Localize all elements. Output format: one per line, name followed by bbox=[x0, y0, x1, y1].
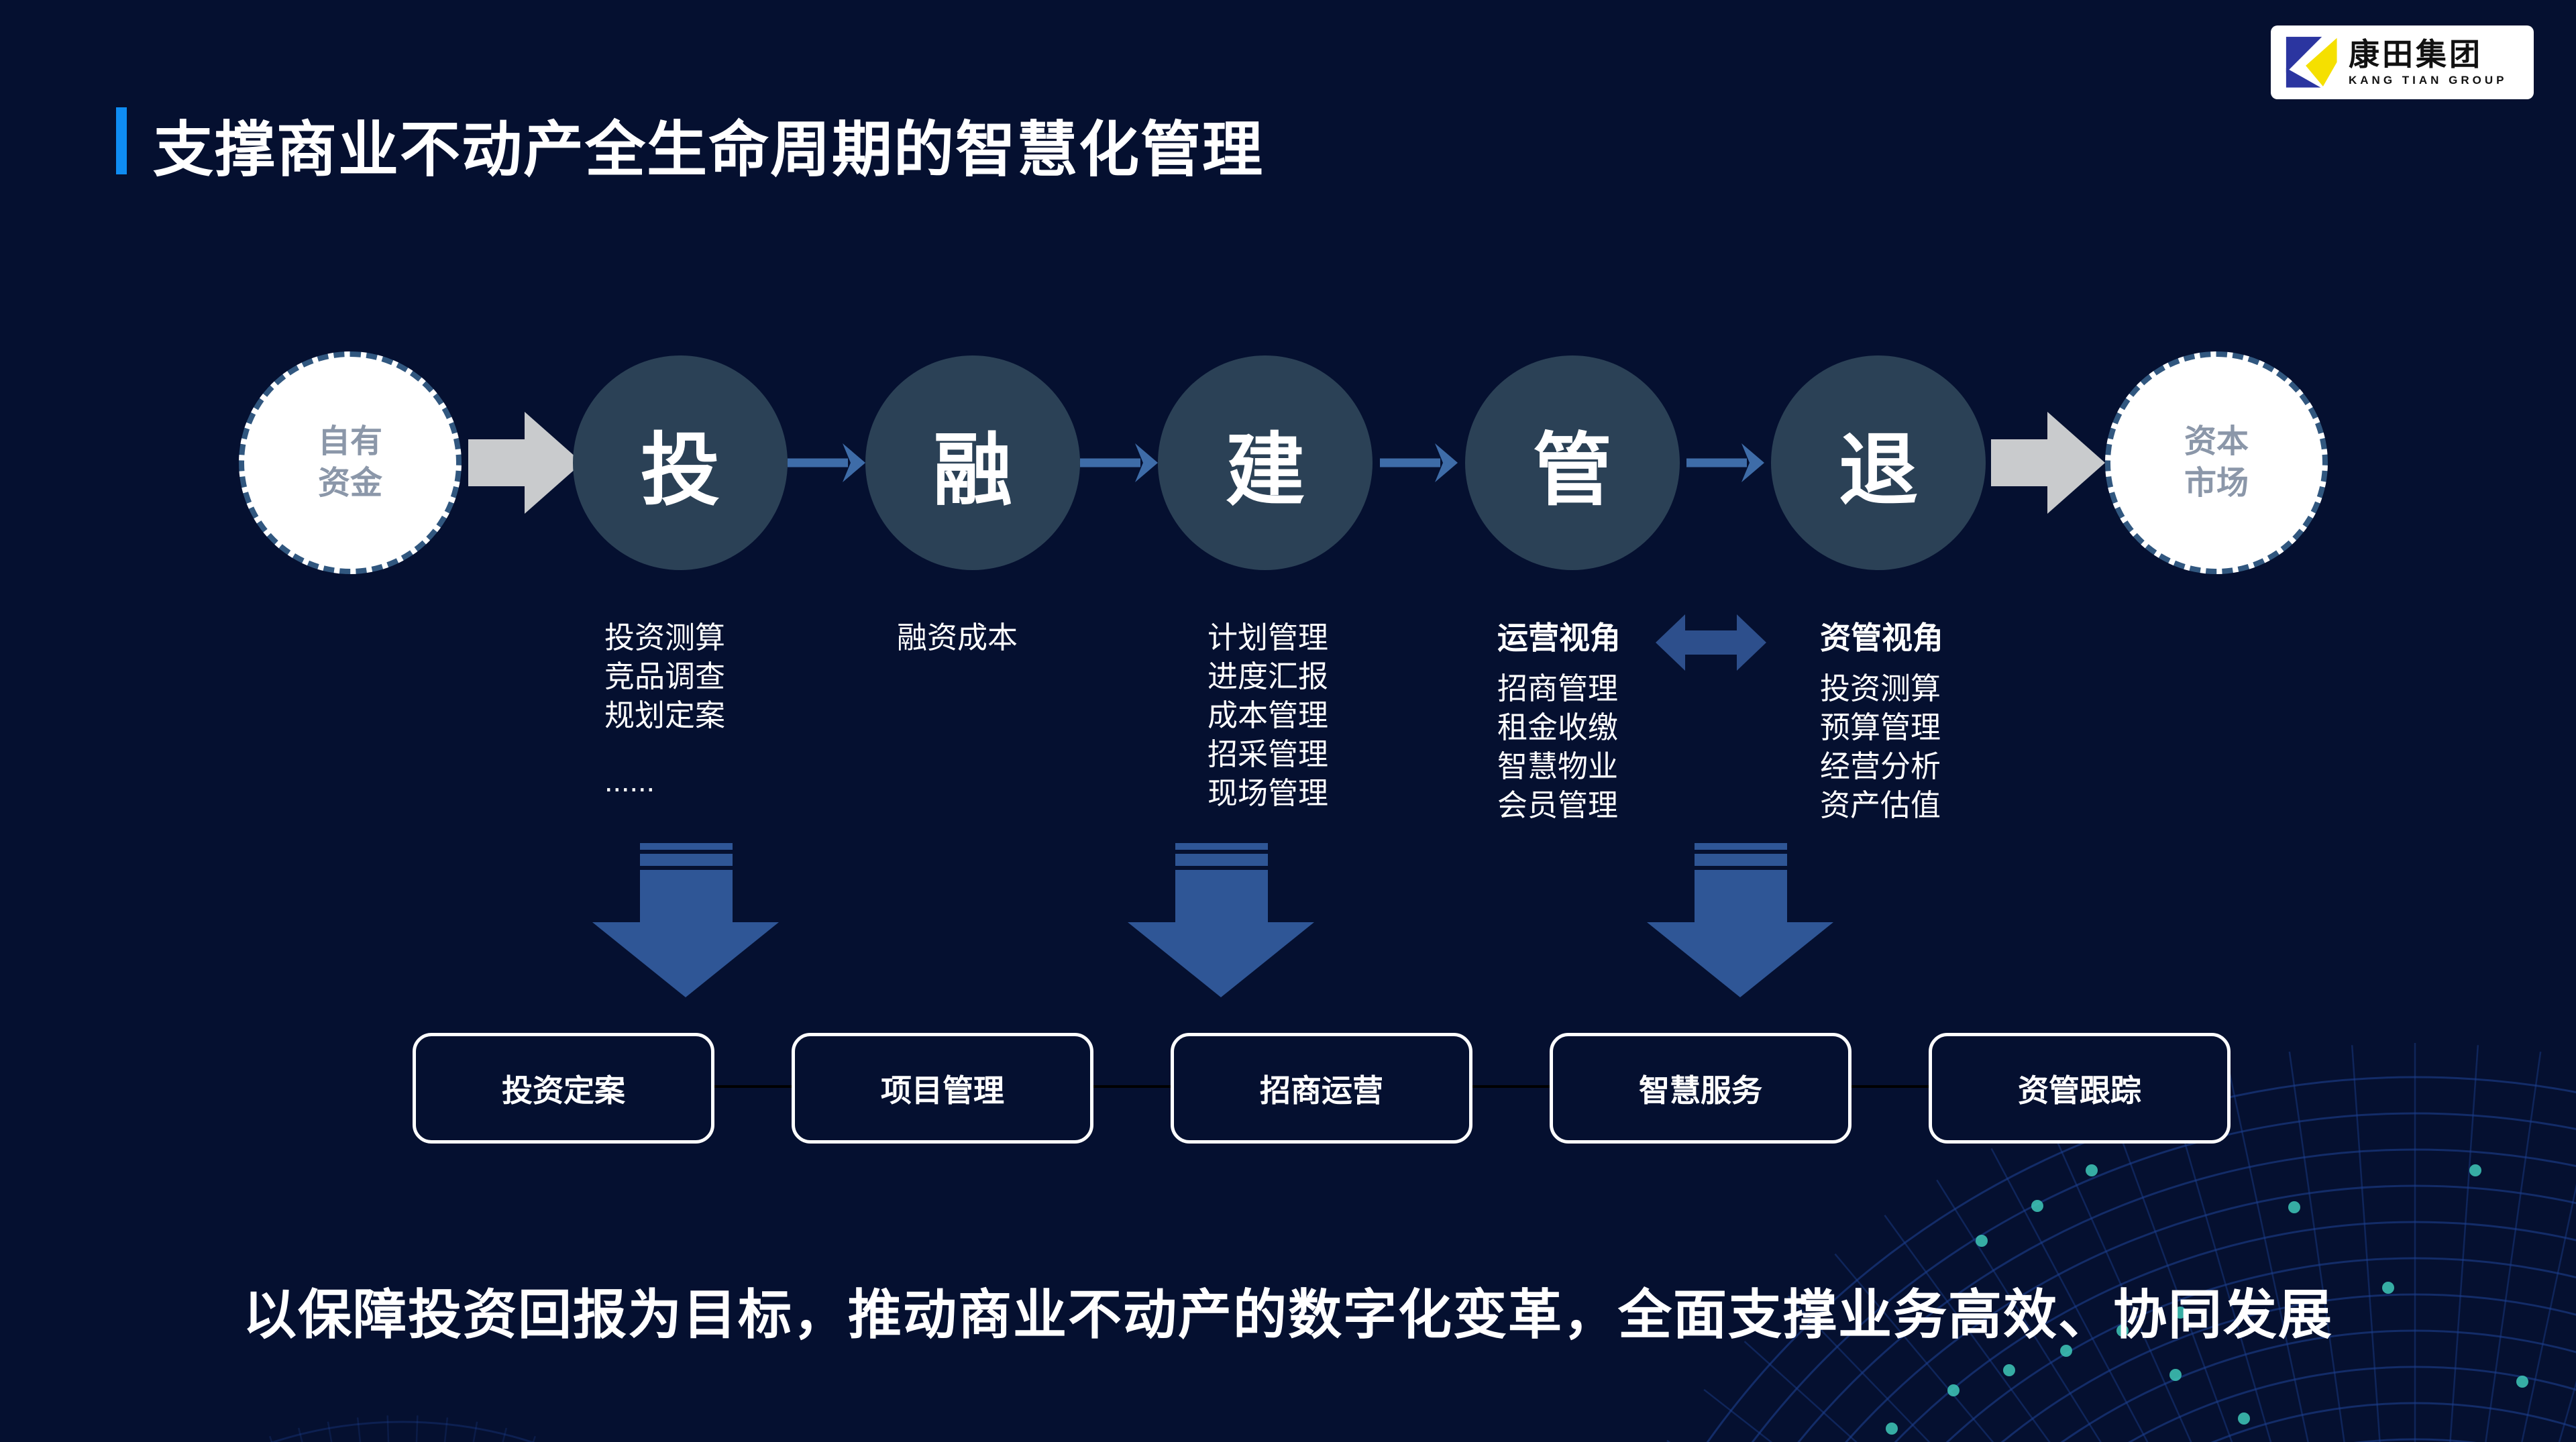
stage-circle-exit: 退 bbox=[1771, 355, 1986, 570]
stage-circle-build: 建 bbox=[1158, 355, 1373, 570]
sink-circle-label: 资本 市场 bbox=[2184, 423, 2249, 501]
stage-list-items: 投资测算竞品调查规划定案...... bbox=[604, 618, 725, 801]
page-title: 支撑商业不动产全生命周期的智慧化管理 bbox=[153, 117, 1264, 184]
stage-char: 退 bbox=[1838, 426, 1918, 515]
down-arrow-icon bbox=[1647, 843, 1833, 1001]
flow-arrow-icon bbox=[786, 439, 867, 490]
source-circle-own-funds: 自有 资金 bbox=[239, 351, 462, 574]
stage-list-items: 投资测算预算管理经营分析资产估值 bbox=[1820, 669, 1943, 825]
module-box-smart-service: 智慧服务 bbox=[1550, 1033, 1851, 1144]
stage-circle-finance: 融 bbox=[865, 355, 1080, 570]
stage-list-items: 招商管理租金收缴智慧物业会员管理 bbox=[1497, 669, 1621, 825]
stage-list-item: ...... bbox=[604, 764, 655, 798]
sink-circle-capital-market: 资本 市场 bbox=[2105, 351, 2328, 574]
down-arrow-icon bbox=[1128, 843, 1314, 1001]
stage-list-item: 智慧物业 bbox=[1497, 749, 1619, 783]
stage-list-item: 进度汇报 bbox=[1208, 659, 1329, 694]
flow-arrow-icon bbox=[1685, 439, 1766, 490]
stage-list-header: 资管视角 bbox=[1820, 620, 1943, 655]
stage-list-item: 招采管理 bbox=[1208, 737, 1329, 771]
module-label: 资管跟踪 bbox=[2018, 1072, 2141, 1108]
flow-arrow-icon bbox=[1379, 439, 1459, 490]
block-arrow-in-icon bbox=[468, 412, 582, 517]
title-accent-bar bbox=[116, 107, 127, 174]
kangtian-k-icon bbox=[2282, 32, 2339, 93]
module-connector-line bbox=[714, 1085, 792, 1088]
stage-list-item: 现场管理 bbox=[1208, 776, 1329, 810]
stage-char: 管 bbox=[1532, 426, 1612, 515]
stage-list-item: 会员管理 bbox=[1497, 788, 1619, 822]
stage-list-finance: 融资成本 bbox=[897, 618, 1018, 657]
module-label: 项目管理 bbox=[881, 1072, 1004, 1108]
stage-circle-invest: 投 bbox=[573, 355, 788, 570]
stage-list-items: 计划管理进度汇报成本管理招采管理现场管理 bbox=[1208, 618, 1328, 813]
stage-list-manage: 运营视角 招商管理租金收缴智慧物业会员管理 bbox=[1497, 618, 1621, 825]
logo-text: 康田集团 KANG TIAN GROUP bbox=[2349, 39, 2508, 86]
logo-name-en: KANG TIAN GROUP bbox=[2349, 74, 2508, 87]
stage-list-item: 投资测算 bbox=[604, 620, 726, 655]
module-connector-line bbox=[1472, 1085, 1550, 1088]
stage-list-item: 资产估值 bbox=[1820, 788, 1941, 822]
module-label: 招商运营 bbox=[1260, 1072, 1383, 1108]
module-label: 智慧服务 bbox=[1639, 1072, 1762, 1108]
module-box-asset-tracking: 资管跟踪 bbox=[1929, 1033, 2231, 1144]
down-arrow-icon bbox=[592, 843, 779, 1001]
stage-char: 融 bbox=[932, 426, 1012, 515]
stage-list-item: 成本管理 bbox=[1208, 698, 1329, 732]
stage-circle-manage: 管 bbox=[1465, 355, 1680, 570]
stage-list-item: 投资测算 bbox=[1820, 671, 1941, 706]
slide-tagline: 以保障投资回报为目标，推动商业不动产的数字化变革，全面支撑业务高效、协同发展 bbox=[243, 1285, 2333, 1345]
double-arrow-icon bbox=[1656, 612, 1766, 677]
stage-list-items: 融资成本 bbox=[897, 618, 1018, 657]
stage-list-item: 租金收缴 bbox=[1497, 710, 1619, 744]
stage-list-item: 融资成本 bbox=[897, 620, 1018, 655]
stage-list-invest: 投资测算竞品调查规划定案...... bbox=[604, 618, 725, 801]
module-label: 投资定案 bbox=[502, 1072, 625, 1108]
stage-list-item: 计划管理 bbox=[1208, 620, 1329, 655]
stage-list-exit: 资管视角 投资测算预算管理经营分析资产估值 bbox=[1820, 618, 1943, 825]
flow-arrow-icon bbox=[1079, 439, 1159, 490]
module-box-project-management: 项目管理 bbox=[792, 1033, 1093, 1144]
stage-list-header: 运营视角 bbox=[1497, 620, 1621, 655]
company-logo: 康田集团 KANG TIAN GROUP bbox=[2271, 25, 2534, 99]
stage-char: 投 bbox=[640, 426, 720, 515]
module-box-leasing-operation: 招商运营 bbox=[1171, 1033, 1472, 1144]
stage-list-item: 规划定案 bbox=[604, 698, 726, 732]
stage-list-item: 预算管理 bbox=[1820, 710, 1941, 744]
module-box-investment-decision: 投资定案 bbox=[413, 1033, 714, 1144]
module-connector-line bbox=[1093, 1085, 1171, 1088]
logo-name-cn: 康田集团 bbox=[2349, 37, 2483, 72]
stage-list-build: 计划管理进度汇报成本管理招采管理现场管理 bbox=[1208, 618, 1328, 813]
stage-char: 建 bbox=[1225, 426, 1305, 515]
stage-list-item: 经营分析 bbox=[1820, 749, 1941, 783]
source-circle-label: 自有 资金 bbox=[317, 423, 382, 501]
stage-list-item: 竞品调查 bbox=[604, 659, 726, 694]
block-arrow-out-icon bbox=[1991, 412, 2105, 517]
module-connector-line bbox=[1851, 1085, 1929, 1088]
stage-list-item: 招商管理 bbox=[1497, 671, 1619, 706]
